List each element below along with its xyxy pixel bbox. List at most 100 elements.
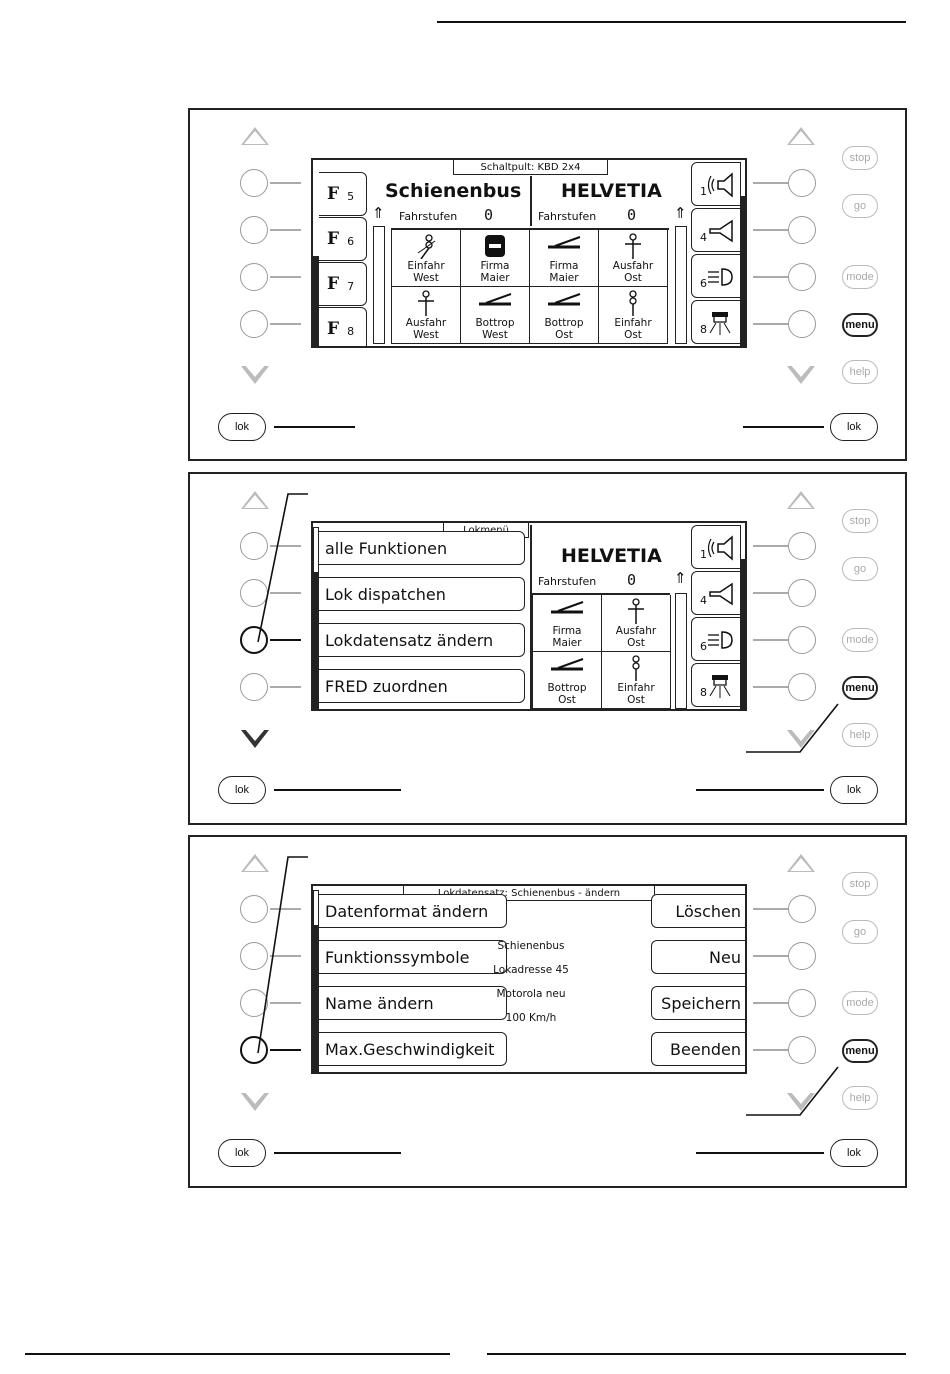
left-softkey-1[interactable] [240, 532, 268, 560]
left-up-arrow-icon[interactable] [241, 854, 269, 872]
right-softkey-1[interactable] [788, 169, 816, 197]
left-softkey-4[interactable] [240, 310, 268, 338]
right-softkey-3[interactable] [788, 626, 816, 654]
display-screen: Lokmenü alle Funktionen Lok dispatchen L… [311, 521, 747, 711]
left-down-arrow-icon[interactable] [241, 1091, 269, 1111]
lok-left-button[interactable]: lok [218, 776, 266, 804]
lok-left-button[interactable]: lok [218, 413, 266, 441]
right-softkey-3[interactable] [788, 989, 816, 1017]
stop-button[interactable]: stop [842, 146, 878, 170]
cell-line1: Bottrop [475, 317, 515, 329]
left-softkey-1[interactable] [240, 895, 268, 923]
go-button[interactable]: go [842, 557, 878, 581]
right-softkey-4[interactable] [788, 673, 816, 701]
mode-button[interactable]: mode [842, 265, 878, 289]
left-softkey-4[interactable] [240, 673, 268, 701]
stop-button[interactable]: stop [842, 872, 878, 896]
left-up-arrow-icon[interactable] [241, 491, 269, 509]
right-softkey-2[interactable] [788, 942, 816, 970]
left-softkey-3[interactable] [240, 263, 268, 291]
lok-right-button[interactable]: lok [830, 413, 878, 441]
menu-item-delete[interactable]: Löschen [651, 894, 745, 928]
function-key-8[interactable]: 8 [691, 300, 741, 344]
right-softkey-3[interactable] [788, 263, 816, 291]
right-softkey-4[interactable] [788, 1036, 816, 1064]
menu-item-max-speed[interactable]: Max.Geschwindigkeit [319, 1032, 507, 1066]
mode-button[interactable]: mode [842, 991, 878, 1015]
left-down-arrow-icon[interactable] [241, 364, 269, 384]
right-down-arrow-icon[interactable] [787, 728, 815, 748]
menu-item-save[interactable]: Speichern [651, 986, 745, 1020]
menu-item-function-symbols[interactable]: Funktionssymbole [319, 940, 507, 974]
menu-button[interactable]: menu [842, 1039, 878, 1063]
direction-up-icon: ⇑ [372, 204, 385, 222]
menu-item-dispatch[interactable]: Lok dispatchen [319, 577, 525, 611]
function-key-1[interactable]: 1 [691, 162, 741, 206]
right-down-arrow-icon[interactable] [787, 364, 815, 384]
right-up-arrow-icon[interactable] [787, 491, 815, 509]
right-softkey-1[interactable] [788, 532, 816, 560]
right-softkey-2[interactable] [788, 216, 816, 244]
left-softkey-2[interactable] [240, 216, 268, 244]
stop-button[interactable]: stop [842, 509, 878, 533]
menu-button[interactable]: menu [842, 676, 878, 700]
scroll-indicator-fill [313, 573, 319, 709]
menu-item-all-functions[interactable]: alle Funktionen [319, 531, 525, 565]
menu-item-edit-loco-data[interactable]: Lokdatensatz ändern [319, 623, 525, 657]
lok-left-line [274, 426, 355, 428]
function-key-6[interactable]: 6 [691, 254, 741, 298]
left-softkey-1[interactable] [240, 169, 268, 197]
left-softkey-3[interactable] [240, 626, 268, 654]
menu-item-exit[interactable]: Beenden [651, 1032, 745, 1066]
menu-item-data-format[interactable]: Datenformat ändern [319, 894, 507, 928]
rkey-number: 6 [700, 640, 707, 653]
lok-right-button[interactable]: lok [830, 1139, 878, 1167]
function-key-4[interactable]: 4 [691, 571, 741, 615]
menu-item-assign-fred[interactable]: FRED zuordnen [319, 669, 525, 703]
menu-item-rename[interactable]: Name ändern [319, 986, 507, 1020]
right-down-arrow-icon[interactable] [787, 1091, 815, 1111]
right-up-arrow-icon[interactable] [787, 127, 815, 145]
go-button[interactable]: go [842, 920, 878, 944]
turnout-icon [548, 293, 581, 306]
left-down-arrow-icon[interactable] [241, 728, 269, 748]
help-button[interactable]: help [842, 1086, 878, 1110]
right-softkey-1[interactable] [788, 895, 816, 923]
left-softkey-4[interactable] [240, 1036, 268, 1064]
go-button[interactable]: go [842, 194, 878, 218]
cell-line1: Ausfahr [612, 260, 654, 272]
right-up-arrow-icon[interactable] [787, 854, 815, 872]
right-softkey-2[interactable] [788, 579, 816, 607]
menu-button[interactable]: menu [842, 313, 878, 337]
left-softkey-2[interactable] [240, 942, 268, 970]
right-softkey-4[interactable] [788, 310, 816, 338]
help-button[interactable]: help [842, 360, 878, 384]
left-softkey-3[interactable] [240, 989, 268, 1017]
lok-right-button[interactable]: lok [830, 776, 878, 804]
help-button[interactable]: help [842, 723, 878, 747]
function-key-4[interactable]: 4 [691, 208, 741, 252]
function-key-6[interactable]: 6 [691, 617, 741, 661]
lok-left-button[interactable]: lok [218, 1139, 266, 1167]
mode-button[interactable]: mode [842, 628, 878, 652]
function-key-1[interactable]: 1 [691, 525, 741, 569]
left-up-arrow-icon[interactable] [241, 127, 269, 145]
function-key-8[interactable]: 8 [691, 663, 741, 707]
menu-item-new[interactable]: Neu [651, 940, 745, 974]
